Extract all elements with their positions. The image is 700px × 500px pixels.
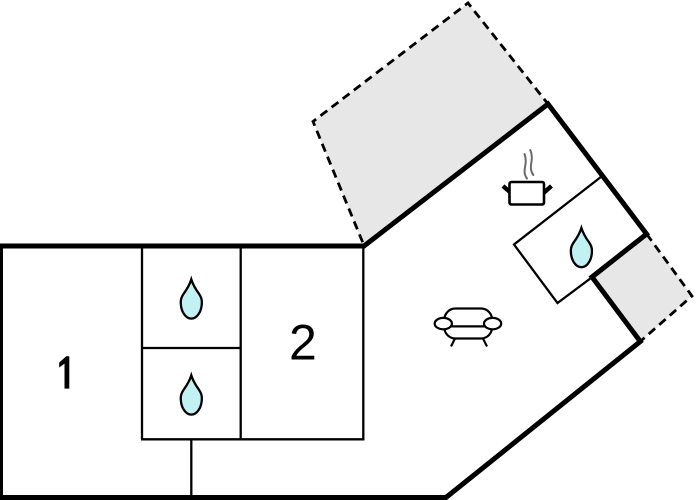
svg-text:2: 2 (289, 315, 317, 371)
